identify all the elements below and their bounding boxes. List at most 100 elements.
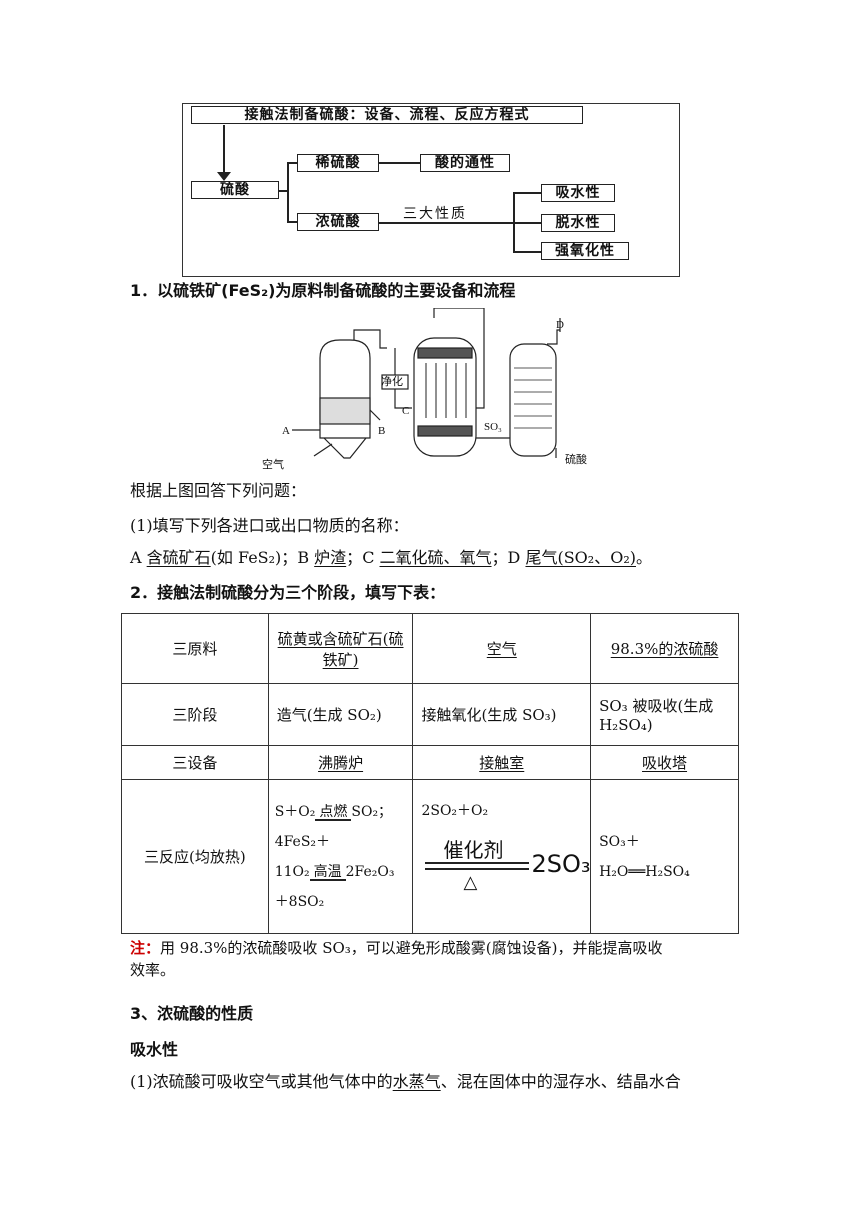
catalyst-label: 催化剂	[443, 838, 504, 862]
air-inlet	[313, 443, 333, 457]
map-prop-dehydrate: 脱水性	[541, 214, 615, 232]
map-connector	[378, 222, 514, 224]
catalyst-bottom	[417, 425, 473, 437]
section1-heading: 1．以硫铁矿(FeS₂)为原料制备硫酸的主要设备和流程	[130, 281, 516, 300]
furnace-bed	[319, 397, 371, 425]
map-connector	[513, 192, 541, 194]
reaction-text: 11O₂	[274, 863, 310, 880]
answer-d: 尾气(SO₂、O₂)	[525, 548, 636, 567]
table-cell: SO₃＋ H₂O══H₂SO₄	[590, 779, 739, 934]
map-root-label: 硫酸	[220, 182, 250, 198]
p1-post: 、混在固体中的湿存水、结晶水合	[440, 1072, 681, 1091]
raw-material-2: 空气	[486, 640, 517, 658]
map-dilute-label: 稀硫酸	[315, 155, 361, 171]
section3-sub: 吸水性	[130, 1040, 179, 1059]
table-cell: 硫黄或含硫矿石(硫铁矿)	[267, 613, 414, 684]
note-label: 注：	[130, 939, 161, 957]
answer-a: 含硫矿石	[146, 548, 211, 567]
label-b: B	[378, 425, 385, 437]
arrow-down-icon	[217, 172, 231, 181]
section2-heading: 2．接触法制硫酸分为三个阶段，填写下表：	[130, 583, 446, 602]
outlet-b-line	[369, 409, 381, 421]
map-arrow-line	[223, 125, 225, 177]
table-cell: 98.3%的浓硫酸	[590, 613, 739, 684]
label-c: C	[402, 405, 409, 417]
reaction-3b: H₂O══H₂SO₄	[599, 863, 690, 880]
map-connector	[287, 221, 299, 223]
table-cell: 接触室	[412, 745, 592, 780]
reaction-condition: 点燃	[319, 803, 348, 820]
table-cell: 沸腾炉	[267, 745, 414, 780]
table-row: 三原料 硫黄或含硫矿石(硫铁矿) 空气 98.3%的浓硫酸	[121, 613, 739, 684]
raw-material-1: 硫黄或含硫矿石(硫铁矿)	[277, 629, 404, 669]
answer-d-tail: 。	[635, 548, 652, 567]
map-connector	[513, 222, 541, 224]
catalyst-top	[417, 347, 473, 359]
product-so3: 2SO₃	[531, 850, 591, 878]
p1-pre: (1)浓硫酸可吸收空气或其他气体中的	[130, 1072, 393, 1091]
answer-d-label: D	[507, 548, 526, 567]
section1-intro: 根据上图回答下列问题：	[130, 481, 307, 500]
map-dilute-prop-node: 酸的通性	[420, 154, 510, 172]
raw-material-3: 98.3%的浓硫酸	[610, 640, 719, 658]
map-top-label: 接触法制备硫酸：设备、流程、反应方程式	[244, 107, 530, 123]
map-prop-label: 强氧化性	[555, 243, 615, 259]
reaction-condition: 高温	[313, 863, 342, 880]
table-cell: 吸收塔	[590, 745, 739, 780]
table-cell: 造气(生成 SO₂)	[267, 683, 414, 746]
table-cell: 2SO₂＋O₂ 催化剂 △ 2SO₃	[412, 779, 592, 934]
reaction-2a: 2SO₂＋O₂	[421, 803, 489, 819]
map-top-node: 接触法制备硫酸：设备、流程、反应方程式	[191, 106, 583, 124]
table-cell: 三反应(均放热)	[121, 779, 269, 934]
reversible-arrow-top	[425, 862, 530, 864]
equipment-diagram: 净化 空气 A B C D SO₃ 硫酸	[262, 308, 587, 470]
map-three-props-label: 三大性质	[403, 206, 467, 222]
table-cell: 空气	[412, 613, 592, 684]
furnace-bottom	[323, 437, 367, 459]
map-dilute-node: 稀硫酸	[297, 154, 379, 172]
equipment-1: 沸腾炉	[318, 754, 364, 772]
reaction-text: S＋O₂	[274, 803, 316, 820]
answer-c-tail: ；	[491, 548, 508, 567]
map-prop-label: 吸水性	[555, 185, 601, 201]
section3-heading: 3、浓硫酸的性质	[130, 1004, 254, 1023]
equipment-3: 吸收塔	[642, 754, 688, 772]
table-cell: 三原料	[121, 613, 269, 684]
reaction-text: SO₂；	[351, 803, 393, 820]
answer-a-tail: (如 FeS₂)；	[210, 548, 298, 567]
map-prop-label: 脱水性	[555, 215, 601, 231]
answer-a-label: A	[130, 548, 147, 567]
answer-c-label: C	[362, 548, 380, 567]
reaction-text: 2Fe₂O₃	[345, 863, 395, 880]
table-row: 三设备 沸腾炉 接触室 吸收塔	[121, 745, 739, 780]
map-root-node: 硫酸	[191, 181, 279, 199]
table-cell: 接触氧化(生成 SO₃)	[412, 683, 592, 746]
p1-underlined: 水蒸气	[392, 1072, 441, 1091]
map-conc-node: 浓硫酸	[297, 213, 379, 231]
map-connector	[513, 251, 541, 253]
reaction-3a: SO₃＋	[599, 833, 640, 850]
equipment-2: 接触室	[479, 754, 525, 772]
furnace-shape	[319, 339, 371, 439]
note-text-2: 效率。	[130, 961, 176, 979]
answer-b-tail: ；	[346, 548, 363, 567]
reaction-1b: 4FeS₂＋	[274, 833, 331, 850]
contact-chamber	[413, 337, 477, 457]
reaction-arrow: 高温	[309, 863, 346, 881]
process-table: 三原料 硫黄或含硫矿石(硫铁矿) 空气 98.3%的浓硫酸 三阶段 造气(生成 …	[121, 613, 739, 934]
reaction-1d: ＋8SO₂	[274, 893, 325, 910]
section1-q1: (1)填写下列各进口或出口物质的名称：	[130, 516, 409, 535]
concept-map: 接触法制备硫酸：设备、流程、反应方程式 硫酸 稀硫酸 酸的通性 浓硫酸 三大性质…	[182, 103, 680, 277]
heat-symbol: △	[463, 872, 478, 893]
note: 注：用 98.3%的浓硫酸吸收 SO₃，可以避免形成酸雾(腐蚀设备)，并能提高吸…	[130, 937, 740, 981]
label-d: D	[556, 319, 564, 331]
section1-answer: A 含硫矿石(如 FeS₂)；B 炉渣；C 二氧化硫、氧气；D 尾气(SO₂、O…	[130, 548, 652, 568]
answer-b: 炉渣	[314, 548, 347, 567]
map-connector	[287, 162, 289, 222]
label-a: A	[282, 425, 290, 437]
table-cell: SO₃ 被吸收(生成 H₂SO₄)	[590, 683, 739, 746]
